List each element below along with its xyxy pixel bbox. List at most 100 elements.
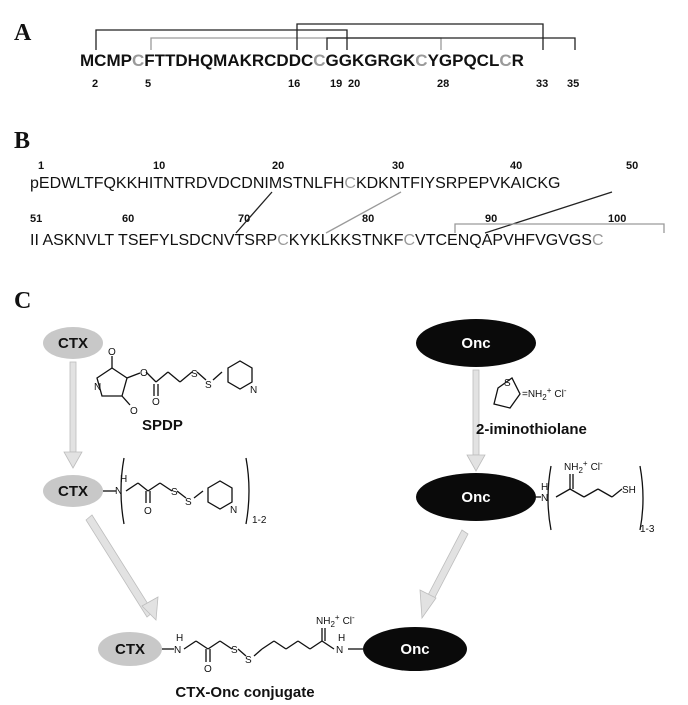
bond-b-30-75 [325,191,402,234]
seq-a-seg: C [132,51,144,70]
num-a: 5 [145,78,151,90]
sup-plus: + [547,386,552,395]
bond-a-16-33 [296,23,544,50]
atom-o: O [152,397,160,408]
num-a: 20 [348,78,360,90]
iminothiolane-atom-labels: S =NH2+Cl- [504,378,567,402]
num-b: 80 [362,213,374,225]
seq-a-seg: GGKGRGK [326,51,416,70]
sub-2: 2 [542,393,547,402]
num-b: 70 [238,213,250,225]
ctx-linker-atoms: N H O S S N 1-2 [115,474,267,526]
seq-b2-seg: KYKLKKSTNKF [289,232,404,249]
bond-b-87-104 [454,223,665,233]
onc-linker-structure [536,465,644,531]
atom-iminium: =NH2+Cl- [522,386,567,402]
bond-b-48-90 [484,191,613,234]
atom-o: O [204,664,212,675]
seq-b2-seg: ENQAPVHFVGVGS [447,232,592,249]
atom-h: H [120,474,127,485]
seq-a-seg: FTTDHQMAKR [144,51,264,70]
panel-a-disulfide-bonds [95,23,576,50]
seq-a-seg: C [313,51,325,70]
num-a: 16 [288,78,300,90]
conjugate-label: CTX-Onc conjugate [175,684,314,701]
num-b: 40 [510,160,522,172]
atom-s: S [231,645,238,656]
seq-b2-seg: C [201,232,213,249]
panel-a-residue-numbers: 2 5 16 19 20 28 33 35 [92,78,579,90]
num-b: 51 [30,213,42,225]
num-a: 33 [536,78,548,90]
seq-b2-seg: C [277,232,289,249]
seq-b1-seg: C [526,175,538,192]
seq-b1-seg: C [344,175,356,192]
onc-node-conjugate: Onc [363,627,467,671]
num-a: 2 [92,78,98,90]
panel-c-label: C [14,288,31,314]
seq-a-seg: MCMP [80,51,132,70]
bond-a-5-28 [150,37,442,50]
seq-b1-seg: pEDWLTFQKKHITNTRDVD [30,175,230,192]
seq-b2-seg: NVTSRP [212,232,277,249]
nh2-text: NH [564,462,578,473]
atom-nh2: NH2+Cl- [564,459,603,475]
sup-plus: + [583,459,588,468]
seq-b2-seg: C [435,232,447,249]
atom-sh: SH [622,485,636,496]
atom-s: S [504,378,511,389]
ctx-node-top: CTX [43,327,103,359]
iminothiolane-label: 2-iminothiolane [476,421,587,438]
num-a: 19 [330,78,342,90]
ctx-linker-structure [103,457,250,525]
onc-linker-atoms: N H NH2+Cl- SH 1-3 [541,459,655,535]
atom-s: S [185,497,192,508]
seq-b2-seg: ASKNVLT TSEFYLSD [39,232,201,249]
atom-o: O [108,347,116,358]
seq-a-seg: CDDC [264,51,313,70]
panel-b-sequence-line2: II ASKNVLT TSEFYLSDCNVTSRPCKYKLKKSTNKFCV… [30,232,604,249]
iminothiolane-structure [493,377,521,409]
sub-2: 2 [330,620,335,629]
seq-b1-seg: DNIMSTNLFH [241,175,344,192]
iminium-text: =NH [522,389,542,400]
num-b: 20 [272,160,284,172]
ctx-label: CTX [58,335,88,352]
num-a: 28 [437,78,449,90]
panel-b-disulfide-bonds [235,191,665,234]
seq-b2-seg: VT [415,232,436,249]
atom-n: N [336,645,343,656]
atom-nh2: NH2+Cl- [316,613,355,629]
seq-b1-seg: KG [537,175,560,192]
arrow-ctx-down [63,361,83,469]
atom-n: N [174,645,181,656]
atom-s: S [245,655,252,666]
atom-n: N [541,493,548,504]
bond-a-2-20 [95,29,348,50]
atom-o: O [140,368,148,379]
panel-a-label: A [14,20,32,46]
atom-h: H [541,482,548,493]
seq-a-seg: C [499,51,511,70]
sup-minus: - [564,386,567,395]
panel-b-line1-numbers: 1 10 20 30 40 50 [38,160,638,172]
sup-plus: + [335,613,340,622]
onc-node-top: Onc [416,319,536,367]
num-b: 60 [122,213,134,225]
atom-s: S [205,380,212,391]
ctx-node-conjugate: CTX [98,632,162,666]
seq-b1-seg: KDKNTFIYSRPEPVKAI [356,175,526,192]
onc-label: Onc [461,335,490,352]
atom-n: N [250,385,257,396]
spdp-label: SPDP [142,417,183,434]
chloride: Cl [343,616,352,627]
num-b: 1 [38,160,44,172]
chloride: Cl [591,462,600,473]
num-b: 30 [392,160,404,172]
atom-s: S [191,369,198,380]
num-b: 10 [153,160,165,172]
seq-a-seg: R [512,51,524,70]
sup-minus: - [600,459,603,468]
atom-h: H [338,633,345,644]
